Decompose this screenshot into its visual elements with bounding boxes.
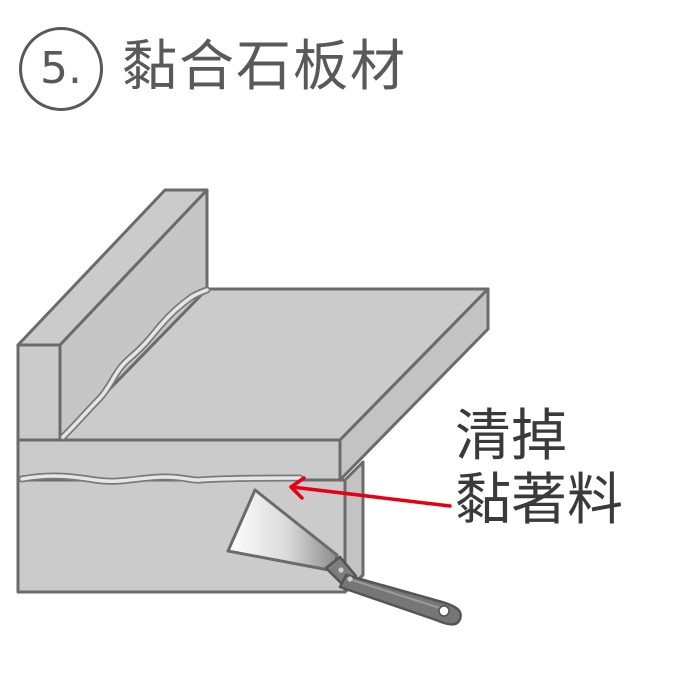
annotation-label: 清掉 黏著料 <box>455 405 623 533</box>
back-slab-front <box>16 343 62 442</box>
pointer-arrow <box>289 476 452 508</box>
spatula-icon <box>226 488 462 626</box>
step-title: 黏合石板材 <box>122 34 408 98</box>
step-number-badge: 5. <box>19 27 103 111</box>
step-number: 5. <box>40 43 82 94</box>
annotation-line-2: 黏著料 <box>455 468 623 533</box>
top-slab-side-edge <box>338 287 490 482</box>
annotation-line-1: 清掉 <box>455 404 567 469</box>
